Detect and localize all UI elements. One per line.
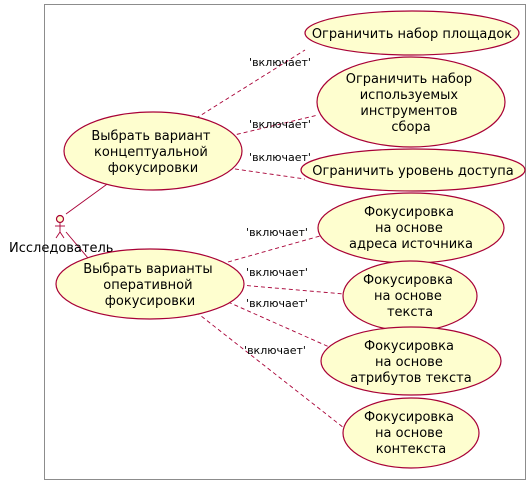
use-case-operational[interactable]: Выбрать варианты оперативной фокусировки <box>55 248 245 320</box>
use-case-limit-tools[interactable]: Ограничить набор используемых инструмент… <box>316 56 506 148</box>
diagram-frame <box>44 4 526 480</box>
use-case-conceptual-shape <box>63 111 243 191</box>
actor[interactable]: Исследователь <box>9 214 113 257</box>
edge-conceptual-limit-tools <box>229 114 319 137</box>
use-case-conceptual[interactable]: Выбрать вариант концептуальной фокусиров… <box>63 111 243 191</box>
use-case-focus-text-label: Фокусировка на основе текста <box>363 273 457 320</box>
edge-actor-conceptual <box>65 181 111 215</box>
use-case-focus-context[interactable]: Фокусировка на основе контекста <box>342 397 480 469</box>
include-label-4: 'включает' <box>246 226 308 239</box>
use-case-limit-tools-label: Ограничить набор используемых инструмент… <box>346 72 477 135</box>
use-case-limit-tools-shape <box>316 56 506 148</box>
use-case-operational-label: Выбрать варианты оперативной фокусировки <box>83 262 217 309</box>
edge-conceptual-limit-sites <box>189 49 306 123</box>
include-label-7: 'включает' <box>244 344 306 357</box>
use-case-focus-context-label: Фокусировка на основе контекста <box>364 410 458 457</box>
include-label-6: 'включает' <box>246 297 308 310</box>
use-case-focus-attr-shape <box>320 326 502 396</box>
use-case-focus-attr-label: Фокусировка на основе атрибутов текста <box>350 339 471 386</box>
use-case-focus-source[interactable]: Фокусировка на основе адреса источника <box>317 192 505 264</box>
edge-operational-focus-text <box>239 284 345 295</box>
edge-actor-operational <box>65 231 89 259</box>
actor-leg-right <box>59 231 65 239</box>
include-label-2: 'включает' <box>249 118 311 131</box>
edge-operational-focus-attr <box>227 301 337 351</box>
edge-operational-focus-source <box>227 235 321 263</box>
actor-leg-left <box>55 231 61 239</box>
use-case-focus-text[interactable]: Фокусировка на основе текста <box>342 260 478 332</box>
use-case-limit-access[interactable]: Ограничить уровень доступа <box>300 148 526 192</box>
use-case-focus-source-label: Фокусировка на основе адреса источника <box>349 205 473 252</box>
use-case-limit-sites[interactable]: Ограничить набор площадок <box>304 10 520 56</box>
use-case-limit-access-label: Ограничить уровень доступа <box>312 164 513 179</box>
actor-label: Исследователь <box>9 241 113 256</box>
include-label-5: 'включает' <box>246 266 308 279</box>
use-case-operational-shape <box>55 248 245 320</box>
edge-conceptual-limit-access <box>227 167 306 180</box>
use-case-limit-sites-shape <box>304 10 520 56</box>
use-case-conceptual-label: Выбрать вариант концептуальной фокусиров… <box>91 129 214 176</box>
include-label-1: 'включает' <box>249 56 311 69</box>
edge-operational-focus-context <box>195 311 345 429</box>
include-label-3: 'включает' <box>249 151 311 164</box>
use-case-focus-context-shape <box>342 397 480 469</box>
use-case-focus-attr[interactable]: Фокусировка на основе атрибутов текста <box>320 326 502 396</box>
use-case-limit-access-shape <box>300 148 526 192</box>
use-case-limit-sites-label: Ограничить набор площадок <box>312 27 512 42</box>
actor-head <box>55 214 65 224</box>
